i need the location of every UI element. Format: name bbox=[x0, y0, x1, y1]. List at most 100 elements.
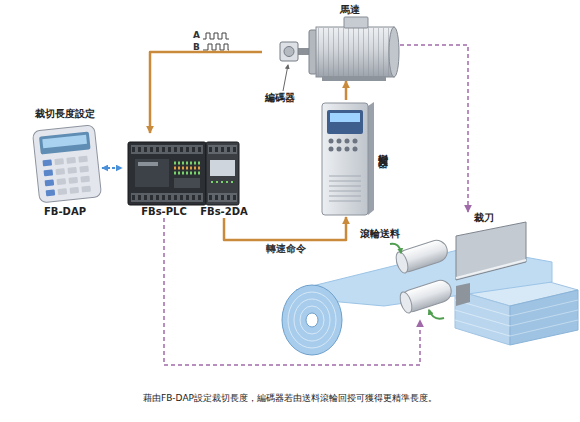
cutter-blade bbox=[456, 222, 526, 280]
sheet-stack bbox=[510, 320, 578, 336]
signal-connector bbox=[224, 217, 346, 240]
encoder-drawing bbox=[280, 42, 298, 61]
plc-drawing bbox=[174, 178, 200, 188]
handheld-terminal-drawing bbox=[54, 158, 64, 165]
encoder-drawing bbox=[283, 65, 288, 91]
plc-drawing bbox=[174, 167, 200, 170]
inverter-drawing bbox=[329, 139, 334, 144]
handheld-terminal-drawing bbox=[42, 159, 52, 166]
plc-drawing bbox=[174, 162, 200, 165]
handheld-terminal-drawing bbox=[45, 179, 55, 186]
analog-module-drawing bbox=[208, 193, 237, 202]
connector-label: 轉速命令 bbox=[266, 243, 306, 254]
inverter-drawing bbox=[345, 147, 350, 152]
inverter-drawing bbox=[322, 103, 368, 215]
cutter: 裁刀 bbox=[456, 212, 530, 307]
connector-group bbox=[102, 45, 468, 365]
handheld-terminal-drawing bbox=[57, 178, 67, 185]
inverter-drawing bbox=[329, 201, 361, 202]
inverter-drawing bbox=[329, 176, 361, 177]
node-label: 變頻器 bbox=[376, 146, 388, 152]
signal-name: B bbox=[193, 42, 200, 53]
handheld-terminal-drawing bbox=[80, 176, 90, 183]
analog-module-drawing bbox=[209, 195, 236, 200]
inverter-drawing bbox=[329, 186, 361, 187]
handheld-terminal-drawing bbox=[32, 125, 101, 203]
paper-roll bbox=[306, 313, 318, 327]
analog-module: FBs-2DA bbox=[206, 133, 242, 218]
analog-module-drawing bbox=[206, 142, 239, 205]
motor-drawing bbox=[297, 17, 399, 81]
figure-caption: 藉由FB-DAP設定裁切長度，編碼器若由送料滾輪回授可獲得更精準長度。 bbox=[0, 392, 580, 404]
handheld-terminal-drawing bbox=[46, 189, 56, 196]
inverter-drawing bbox=[353, 147, 358, 152]
handheld-terminal-drawing bbox=[42, 135, 87, 149]
inverter-drawing bbox=[353, 139, 358, 144]
feed-roller bbox=[398, 290, 414, 314]
signal-connector bbox=[345, 81, 348, 100]
plc-unit: FBs-PLC bbox=[122, 133, 206, 218]
sheet-stack bbox=[510, 310, 578, 326]
plc-drawing bbox=[131, 145, 203, 154]
rotation-arrow bbox=[390, 244, 401, 253]
plc-drawing bbox=[132, 195, 202, 200]
inverter-drawing bbox=[329, 147, 334, 152]
motor-drawing bbox=[322, 76, 386, 81]
paper-roll bbox=[300, 306, 324, 334]
node-label: 馬達 bbox=[300, 4, 400, 16]
signal-connector bbox=[164, 218, 420, 365]
handheld-terminal-drawing bbox=[55, 168, 65, 175]
sheet-stack bbox=[510, 300, 578, 316]
plc-drawing bbox=[135, 159, 169, 187]
cutter-blade bbox=[456, 222, 526, 306]
handheld-terminal-drawing bbox=[78, 156, 88, 163]
sheet-stack bbox=[455, 310, 510, 326]
signal-waveform bbox=[203, 33, 229, 50]
motor-drawing bbox=[318, 28, 392, 76]
feed-rollers: 滾輪送料 bbox=[360, 228, 453, 320]
inverter-drawing bbox=[330, 113, 360, 122]
sheet-stack bbox=[510, 290, 578, 345]
analog-module-drawing bbox=[206, 142, 239, 205]
feed-roller bbox=[394, 238, 450, 275]
encoder: 編碼器 bbox=[262, 42, 298, 104]
analog-module-drawing bbox=[210, 160, 235, 176]
inverter-drawing bbox=[337, 139, 342, 144]
motor-drawing bbox=[344, 17, 368, 28]
handheld-terminal: 裁切長度設定FB-DAP bbox=[28, 108, 102, 218]
plc-drawing bbox=[174, 172, 200, 175]
plc-drawing bbox=[138, 162, 158, 166]
node-label: 裁切長度設定 bbox=[14, 108, 116, 120]
signal-connector bbox=[102, 167, 122, 169]
feed-roller bbox=[394, 250, 410, 274]
inverter-drawing bbox=[329, 181, 361, 182]
plc-drawing bbox=[132, 147, 202, 152]
inverter-drawing bbox=[322, 102, 374, 215]
inverter-drawing bbox=[368, 102, 374, 215]
signal-connector bbox=[400, 45, 468, 212]
cutter-blade bbox=[456, 260, 526, 278]
inverter-drawing bbox=[327, 110, 363, 134]
signal-waveform bbox=[203, 33, 229, 39]
inverter-drawing bbox=[329, 196, 361, 197]
node-label: FBs-2DA bbox=[192, 206, 256, 218]
plc-drawing bbox=[128, 142, 206, 205]
rotation-arrow bbox=[390, 244, 444, 319]
inverter-drawing bbox=[329, 191, 361, 192]
feed-roller bbox=[398, 278, 454, 315]
handheld-terminal-drawing bbox=[32, 125, 101, 203]
cutter-blade bbox=[456, 283, 470, 306]
signal-connector bbox=[150, 52, 262, 133]
node-label: 編碼器 bbox=[248, 92, 312, 104]
handheld-terminal-drawing bbox=[81, 186, 91, 193]
analog-module-drawing bbox=[209, 147, 236, 152]
handheld-terminal-drawing bbox=[66, 157, 76, 164]
encoder-drawing bbox=[280, 42, 298, 91]
node-label: 滾輪送料 bbox=[360, 228, 400, 240]
inverter-drawing bbox=[345, 139, 350, 144]
inverter-drawing bbox=[337, 147, 342, 152]
plc-drawing bbox=[128, 142, 206, 205]
